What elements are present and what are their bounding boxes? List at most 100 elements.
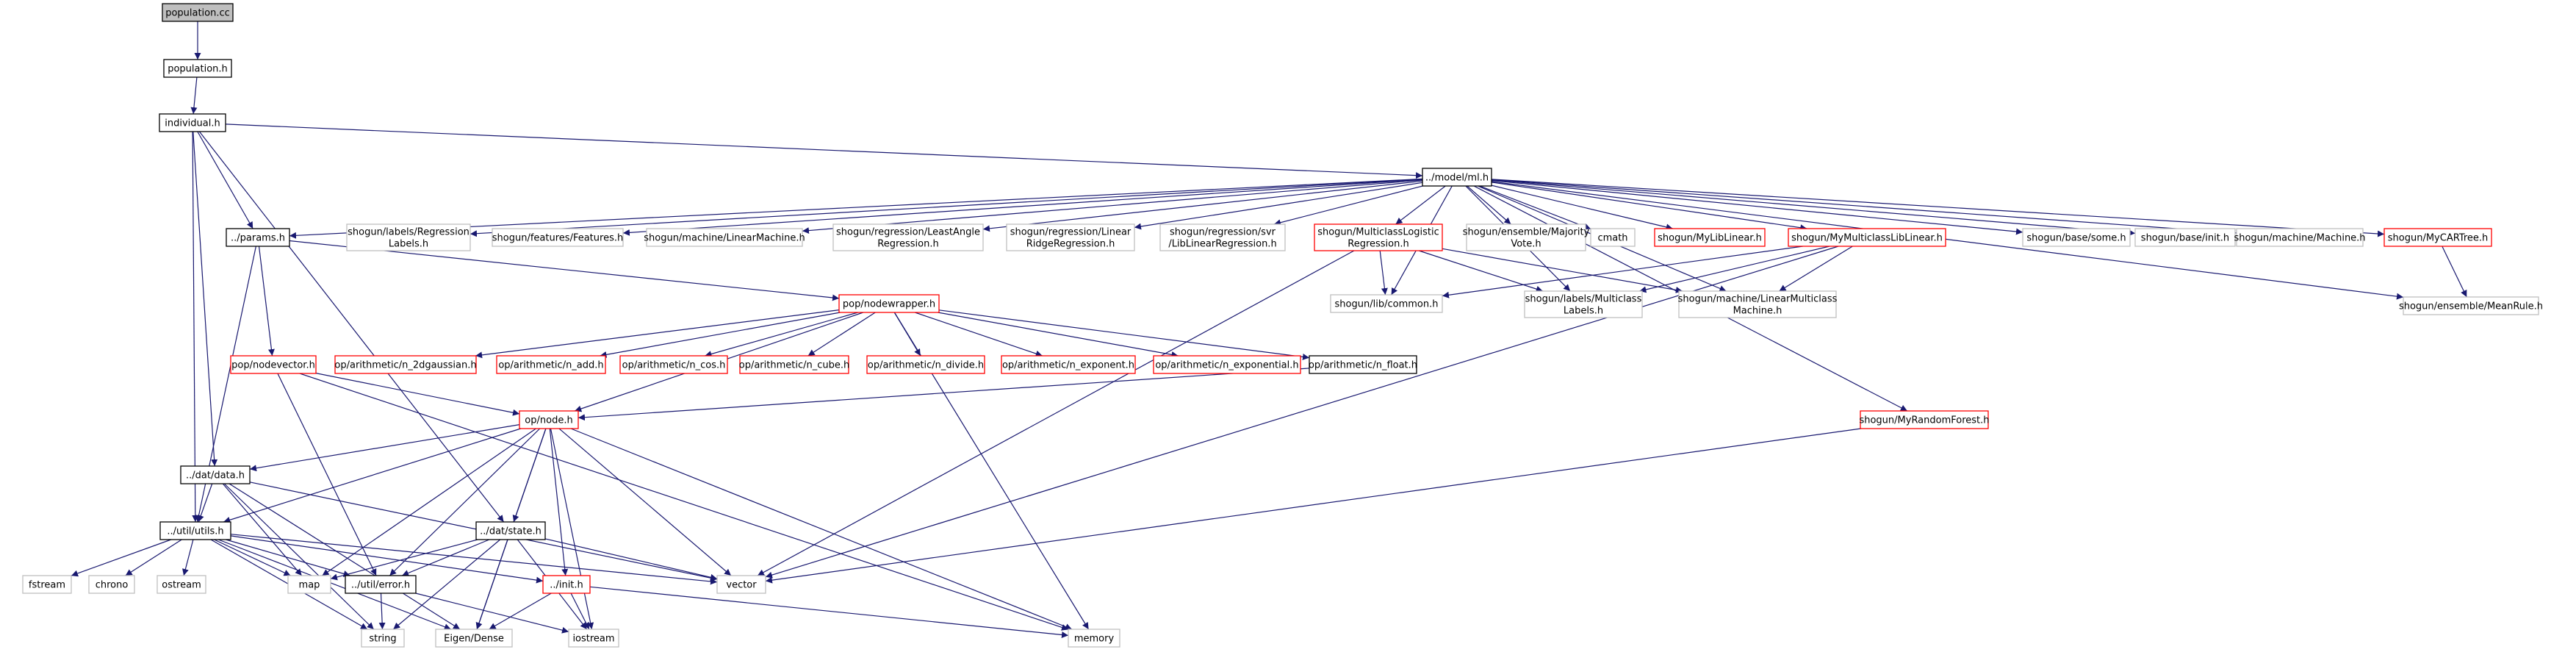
node-label: shogun/machine/LinearMulticlass [1678,294,1838,305]
edge-op_node-to-iostream [550,428,594,630]
node-sg_mycartree[interactable]: shogun/MyCARTree.h [2383,228,2492,247]
node-sg_linear_ridge[interactable]: shogun/regression/LinearRidgeRegression.… [1006,223,1135,251]
edge-util_utils-to-eigen_dense [217,539,452,630]
node-op_exponent[interactable]: op/arithmetic/n_exponent.h [1001,355,1136,374]
node-box [226,228,290,247]
node-sg_svr_liblinear[interactable]: shogun/regression/svr/LibLinearRegressio… [1159,223,1286,251]
node-sg_base_some[interactable]: shogun/base/some.h [2022,228,2131,247]
node-sg_base_init[interactable]: shogun/base/init.h [2134,228,2236,247]
node-sg_machine[interactable]: shogun/machine/Machine.h [2234,228,2366,247]
node-op_cube[interactable]: op/arithmetic/n_cube.h [739,355,850,374]
node-ostream[interactable]: ostream [156,575,206,594]
node-sg_features[interactable]: shogun/features/Features.h [492,228,624,247]
edge-model_ml_h-to-sg_features [622,179,1423,236]
node-label: ../dat/state.h [480,526,542,537]
node-params_h[interactable]: ../params.h [226,228,290,247]
node-label: shogun/base/init.h [2141,233,2229,244]
node-sg_lib_common[interactable]: shogun/lib/common.h [1330,294,1443,313]
node-label: pop/nodewrapper.h [843,299,935,310]
edge-op_node-to-map [322,428,536,576]
edge-util_utils-to-util_error [226,539,350,577]
edge-model_ml_h-to-sg_mymulticlass_liblinear [1491,182,1807,232]
edge-sg_mymulticlass_liblinear-to-sg_multiclass_labels [1639,246,1830,293]
edge-op_node-to-util_error [389,428,541,576]
node-box [1654,228,1766,247]
node-label: Machine.h [1733,306,1782,317]
node-model_ml_h[interactable]: ../model/ml.h [1422,168,1492,187]
node-util_error[interactable]: ../util/error.h [345,575,417,594]
edge-dat_state-to-map [330,539,478,581]
edge-population_h-to-individual_h [190,76,198,115]
node-box [1309,355,1417,374]
node-box [739,355,849,374]
node-box [2236,228,2364,247]
edge-sg_multiclass_logistic-to-sg_linear_multiclass_machine [1442,248,1683,293]
edge-sg_multiclass_logistic-to-vector [757,250,1355,576]
node-label: Eigen/Dense [444,634,504,645]
node-sg_linear_machine[interactable]: shogun/machine/LinearMachine.h [644,228,805,247]
node-label: Regression.h [1348,239,1408,250]
node-label: shogun/regression/LeastAngle [836,227,980,238]
node-sg_my_random_forest[interactable]: shogun/MyRandomForest.h [1859,410,1990,429]
node-individual_h[interactable]: individual.h [159,113,226,132]
node-eigen_dense[interactable]: Eigen/Dense [435,629,513,648]
edge-dat_data-to-util_utils [198,483,213,523]
node-fstream[interactable]: fstream [22,575,72,594]
edge-pop_nodevector-to-memory [299,373,1069,631]
edge-pop_nodevector-to-op_node [315,373,520,416]
edge-op_node-to-memory [570,428,1073,630]
node-box [1678,290,1837,318]
node-population_cc[interactable]: population.cc [162,3,234,22]
node-dat_state[interactable]: ../dat/state.h [475,521,546,540]
node-box [1788,228,1946,247]
node-iostream[interactable]: iostream [568,629,619,648]
node-memory[interactable]: memory [1068,629,1120,648]
node-sg_mymulticlass_liblinear[interactable]: shogun/MyMulticlassLibLinear.h [1788,228,1946,247]
node-util_utils[interactable]: ../util/utils.h [159,521,231,540]
edge-init_h-to-iostream [570,593,590,630]
edge-model_ml_h-to-sg_base_some [1491,180,2023,235]
edge-sg_mymulticlass_liblinear-to-vector [765,246,1839,579]
node-op_node[interactable]: op/node.h [519,410,579,429]
node-op_cos[interactable]: op/arithmetic/n_cos.h [619,355,728,374]
edge-params_h-to-pop_nodevector [258,246,275,357]
node-sg_mylib_linear[interactable]: shogun/MyLibLinear.h [1654,228,1766,247]
node-sg_mean_rule[interactable]: shogun/ensemble/MeanRule.h [2399,296,2543,315]
node-op_2dgaussian[interactable]: op/arithmetic/n_2dgaussian.h [334,355,477,374]
node-init_h[interactable]: ../init.h [542,575,591,594]
node-string[interactable]: string [361,629,405,648]
node-box [492,228,624,247]
node-cmath[interactable]: cmath [1590,228,1636,247]
edge-pop_nodewrapper-to-op_float [938,309,1310,360]
edge-util_utils-to-vector [230,534,718,585]
node-label: population.cc [165,8,230,19]
edge-individual_h-to-dat_data [193,131,218,467]
edge-model_ml_h-to-sg_base_init [1491,179,2136,237]
node-label: shogun/lib/common.h [1335,299,1439,310]
node-population_h[interactable]: population.h [163,59,232,78]
node-op_exponential[interactable]: op/arithmetic/n_exponential.h [1153,355,1301,374]
edge-sg_multiclass_logistic-to-sg_lib_common [1379,250,1388,296]
node-vector[interactable]: vector [716,575,766,594]
node-op_float[interactable]: op/arithmetic/n_float.h [1309,355,1417,374]
node-label: string [369,634,396,645]
edge-dat_state-to-eigen_dense [475,539,508,630]
node-pop_nodevector[interactable]: pop/nodevector.h [230,355,317,374]
node-op_divide[interactable]: op/arithmetic/n_divide.h [866,355,985,374]
node-map[interactable]: map [287,575,331,594]
edge-util_utils-to-init_h [230,535,544,584]
node-op_add[interactable]: op/arithmetic/n_add.h [496,355,606,374]
node-chrono[interactable]: chrono [88,575,135,594]
node-pop_nodewrapper[interactable]: pop/nodewrapper.h [838,294,940,313]
node-label: /LibLinearRegression.h [1168,239,1276,250]
node-label: shogun/labels/Multiclass [1525,294,1642,305]
node-dat_data[interactable]: ../dat/data.h [180,465,251,484]
node-label: op/arithmetic/n_exponential.h [1155,360,1298,371]
